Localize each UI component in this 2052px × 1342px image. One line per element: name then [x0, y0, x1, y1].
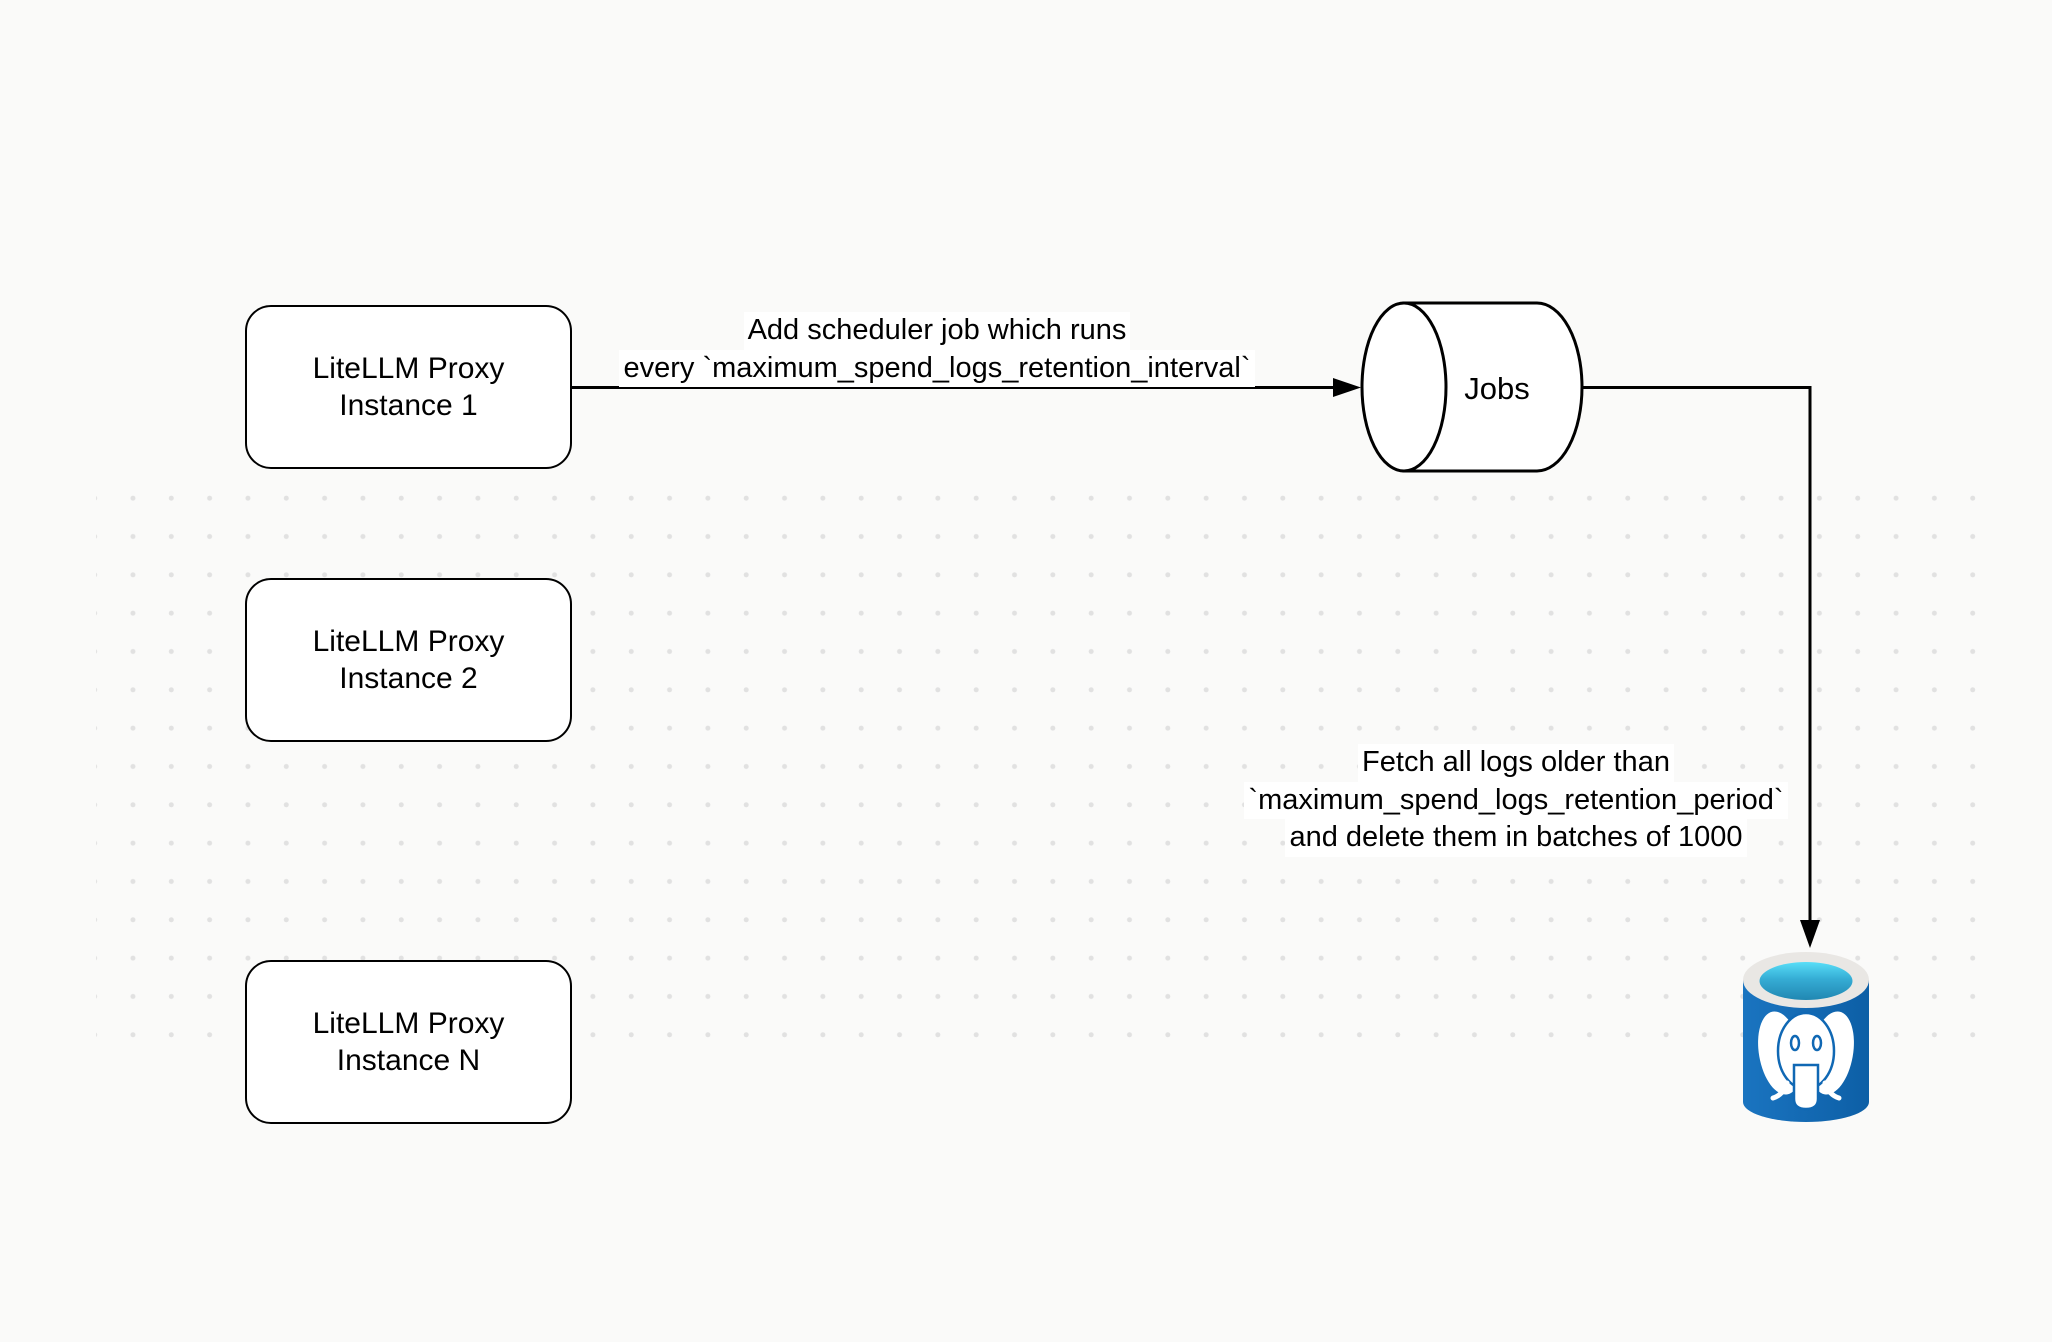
jobs-label: Jobs [1464, 371, 1529, 406]
edge-jobs-to-postgres [1582, 386, 1820, 948]
node-litellm-proxy-instance-n: LiteLLM Proxy Instance N [245, 960, 572, 1124]
edge-label-line: `maximum_spend_logs_retention_period` [1244, 781, 1788, 819]
edge-jobs-to-postgres-line [1582, 386, 1812, 936]
edge-label-scheduler: Add scheduler job which runs every `maxi… [587, 312, 1287, 387]
edge-label-line: Add scheduler job which runs [743, 312, 1131, 350]
node-label-line: LiteLLM Proxy [312, 351, 505, 385]
node-label-line: Instance 1 [339, 389, 478, 422]
node-litellm-proxy-instance-2: LiteLLM Proxy Instance 2 [245, 578, 572, 742]
node-label-line: LiteLLM Proxy [312, 624, 505, 658]
node-jobs-queue: Jobs [1360, 301, 1584, 473]
jobs-cylinder-body [1402, 301, 1584, 473]
edge-label-fetch: Fetch all logs older than `maximum_spend… [1216, 744, 1816, 857]
node-label-line: Instance N [336, 1044, 481, 1077]
edge-label-line: and delete them in batches of 1000 [1285, 819, 1747, 857]
jobs-cylinder-cap [1360, 301, 1448, 473]
postgres-elephant-icon [1758, 1011, 1854, 1111]
edge-label-line: Fetch all logs older than [1358, 744, 1674, 782]
node-label-line: LiteLLM Proxy [312, 1006, 505, 1040]
edge-proxy1-to-jobs [572, 378, 1361, 397]
arrowhead-right-icon [1333, 378, 1361, 397]
edge-label-line: every `maximum_spend_logs_retention_inte… [619, 349, 1255, 387]
node-label-line: Instance 2 [339, 662, 478, 695]
arrowhead-down-icon [1800, 920, 1820, 948]
node-litellm-proxy-instance-1: LiteLLM Proxy Instance 1 [245, 305, 572, 469]
postgresql-database-icon [1743, 952, 1869, 1122]
postgres-cylinder-pool [1759, 962, 1853, 1000]
